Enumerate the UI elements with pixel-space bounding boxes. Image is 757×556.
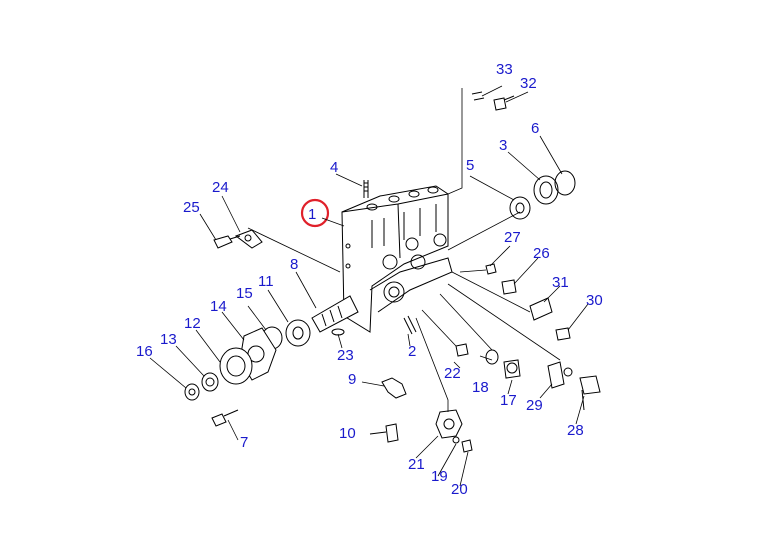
part-label-12[interactable]: 12 — [184, 315, 201, 332]
plug-part-17[interactable] — [503, 359, 521, 379]
part-label-1[interactable]: 1 — [308, 206, 316, 223]
part-label-21[interactable]: 21 — [408, 456, 425, 473]
bolt-part-30[interactable] — [555, 327, 571, 341]
part-label-26[interactable]: 26 — [533, 245, 550, 262]
gasket-part-18[interactable] — [485, 349, 499, 365]
washer-part-19[interactable] — [452, 436, 460, 444]
part-label-31[interactable]: 31 — [552, 274, 569, 291]
part-label-13[interactable]: 13 — [160, 331, 177, 348]
part-label-6[interactable]: 6 — [531, 120, 539, 137]
part-label-11[interactable]: 11 — [258, 273, 274, 290]
pin-part-2[interactable] — [403, 315, 417, 335]
part-label-24[interactable]: 24 — [212, 179, 229, 196]
bolt-part-28[interactable] — [579, 375, 601, 411]
part-label-28[interactable]: 28 — [567, 422, 584, 439]
highlight-ring — [300, 198, 330, 228]
part-label-16[interactable]: 16 — [136, 343, 153, 360]
bolt-part-10[interactable] — [369, 423, 399, 443]
nut-part-20[interactable] — [461, 439, 473, 453]
part-label-9[interactable]: 9 — [348, 371, 356, 388]
part-label-32[interactable]: 32 — [520, 75, 537, 92]
part-labels: 1 2 3 4 5 6 7 8 9 10 11 12 13 14 15 16 1… — [136, 61, 603, 498]
part-label-15[interactable]: 15 — [236, 285, 253, 302]
plug-part-22[interactable] — [455, 343, 469, 357]
part-label-30[interactable]: 30 — [586, 292, 603, 309]
part-label-3[interactable]: 3 — [499, 137, 507, 154]
part-label-2[interactable]: 2 — [408, 343, 416, 360]
leader-lines — [149, 85, 589, 487]
shaft-part-8[interactable] — [311, 295, 359, 333]
gear-part-11[interactable] — [285, 319, 311, 347]
bolt-part-25[interactable] — [213, 235, 241, 249]
part-label-20[interactable]: 20 — [451, 481, 468, 498]
cover-part-21[interactable] — [435, 409, 463, 439]
bolt-part-26[interactable] — [501, 279, 517, 295]
bracket-part-31[interactable] — [529, 297, 553, 321]
part-label-5[interactable]: 5 — [466, 157, 474, 174]
part-label-25[interactable]: 25 — [183, 199, 200, 216]
bearing-part-3[interactable] — [533, 175, 559, 205]
clamp-part-9[interactable] — [381, 377, 407, 399]
part-label-29[interactable]: 29 — [526, 397, 543, 414]
washer-part-16[interactable] — [184, 383, 200, 401]
screw-part-33[interactable] — [471, 91, 485, 101]
part-label-18[interactable]: 18 — [472, 379, 489, 396]
stud-part-4[interactable] — [363, 180, 369, 198]
part-label-19[interactable]: 19 — [431, 468, 448, 485]
part-label-23[interactable]: 23 — [337, 347, 354, 364]
bolt-part-7[interactable] — [211, 409, 239, 427]
part-label-7[interactable]: 7 — [240, 434, 248, 451]
part-label-17[interactable]: 17 — [500, 392, 517, 409]
part-label-22[interactable]: 22 — [444, 365, 461, 382]
screw-part-32[interactable] — [493, 95, 515, 111]
part-label-10[interactable]: 10 — [339, 425, 356, 442]
ring-part-6[interactable] — [554, 170, 576, 196]
part-label-14[interactable]: 14 — [210, 298, 227, 315]
gear-part-5[interactable] — [509, 196, 531, 220]
part-label-4[interactable]: 4 — [330, 159, 338, 176]
part-label-27[interactable]: 27 — [504, 229, 521, 246]
bracket-part-29[interactable] — [547, 361, 573, 389]
part-label-8[interactable]: 8 — [290, 256, 298, 273]
seal-part-13[interactable] — [201, 372, 219, 392]
housing-part[interactable] — [341, 185, 453, 333]
bracket-part-24[interactable] — [234, 229, 263, 249]
part-label-33[interactable]: 33 — [496, 61, 513, 78]
housing-part-12[interactable] — [219, 347, 253, 385]
